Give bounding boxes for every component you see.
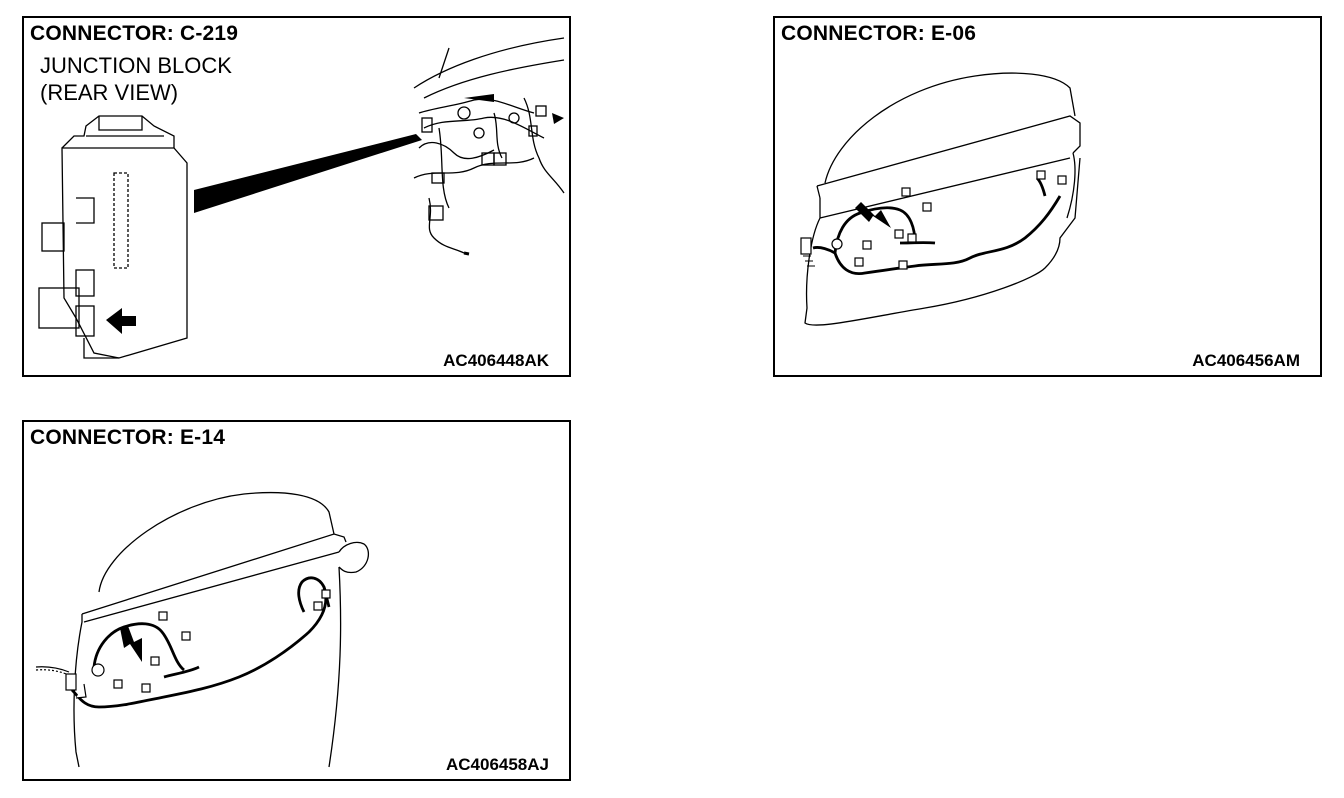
arrow-icon (106, 308, 136, 334)
figure-code: AC406448AK (443, 351, 549, 370)
arrow-icon (120, 626, 142, 662)
door-harness-illustration (800, 72, 1081, 326)
panel-title: CONNECTOR: C-219 (30, 22, 239, 45)
diagram-panel-e06: CONNECTOR: E-06 (773, 16, 1322, 377)
panel-subtitle-line-1: JUNCTION BLOCK (40, 53, 232, 78)
junction-block-illustration (38, 37, 565, 359)
panel-subtitle-line-2: (REAR VIEW) (40, 80, 179, 105)
panel-title: CONNECTOR: E-06 (781, 22, 977, 45)
arrow-icon (855, 202, 891, 228)
door-harness-illustration (35, 491, 370, 768)
figure-code: AC406456AM (1192, 351, 1300, 370)
diagram-panel-e14: CONNECTOR: E-14 (22, 420, 571, 781)
figure-code: AC406458AJ (445, 755, 549, 774)
diagram-panel-c219: CONNECTOR: C-219 JUNCTION BLOCK (REAR VI… (22, 16, 571, 377)
panel-title: CONNECTOR: E-14 (30, 426, 226, 449)
zoom-wedge (194, 134, 422, 213)
